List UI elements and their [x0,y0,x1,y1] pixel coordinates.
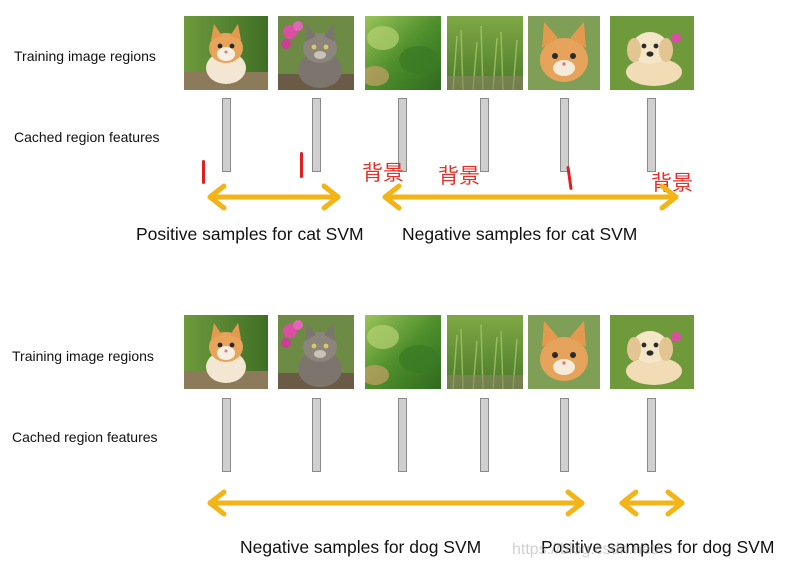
cat-negative-range-arrow [385,186,676,208]
dog-negative-range-arrow [210,492,582,514]
cat-positive-range-arrow [210,186,338,208]
watermark: https://blog.csdn.net/... [512,541,673,559]
dog-positive-range-arrow [622,492,682,514]
